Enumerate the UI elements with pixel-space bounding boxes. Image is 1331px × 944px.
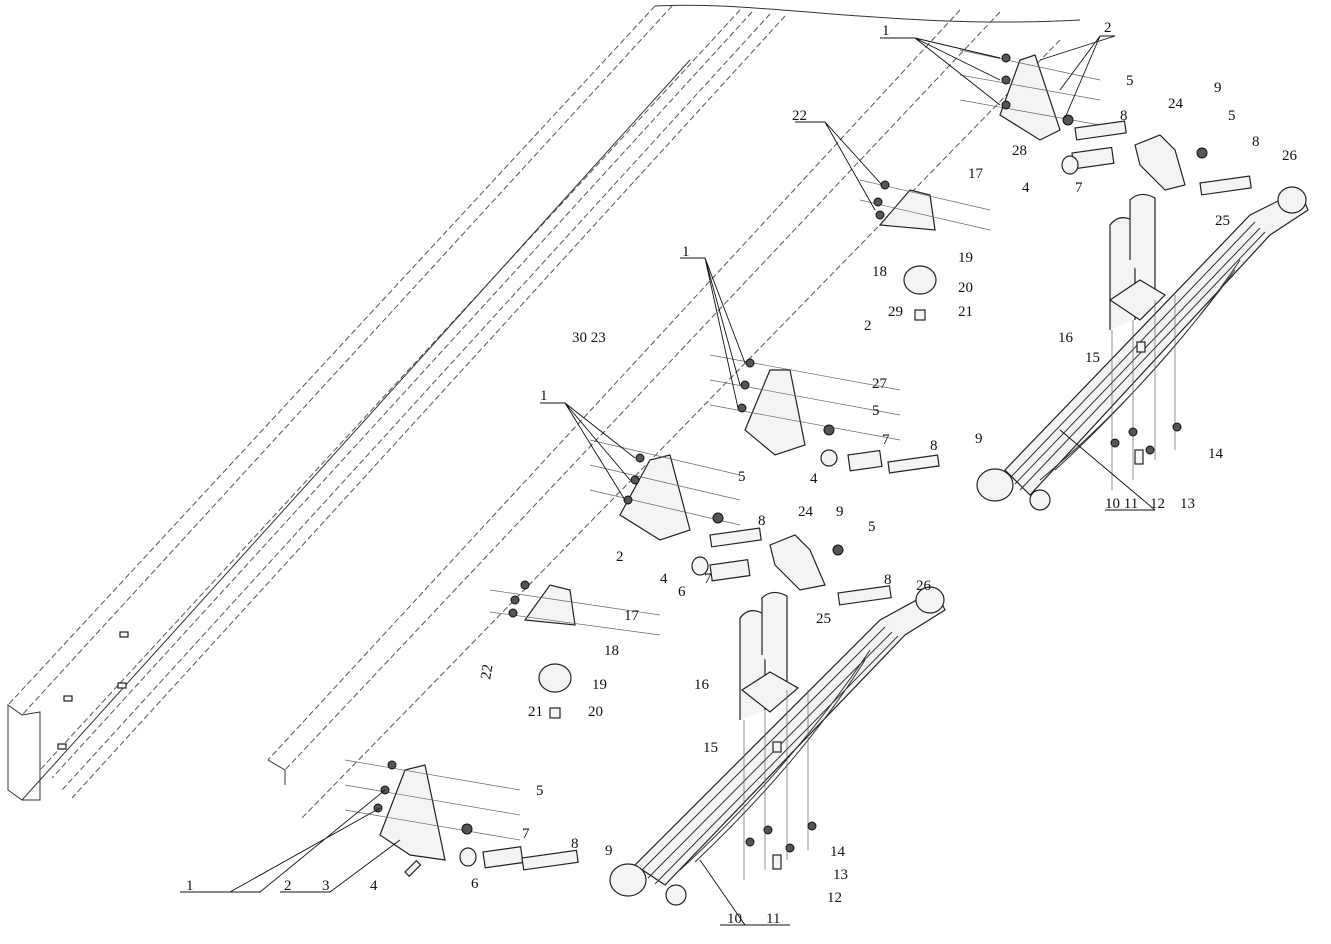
callout-4: 4 [660, 571, 668, 587]
callout-16: 16 [1058, 330, 1074, 346]
callout-10-11: 10 11 [1105, 496, 1138, 512]
callout-7: 7 [704, 571, 712, 587]
callout-2: 2 [1104, 20, 1112, 36]
callout-26: 26 [916, 578, 932, 594]
leader-lines [180, 35, 1156, 926]
callout-19: 19 [592, 677, 607, 693]
callout-21: 21 [528, 704, 543, 720]
callout-1: 1 [186, 878, 194, 894]
callout-22: 22 [792, 108, 807, 124]
callout-15: 15 [1085, 350, 1100, 366]
callout-8: 8 [930, 438, 938, 454]
frame-rail [7, 4, 1081, 821]
callout-2: 2 [864, 318, 872, 334]
callout-11: 11 [766, 911, 780, 927]
callout-8: 8 [571, 836, 579, 852]
u-bolts-rear [1108, 193, 1182, 490]
callout-17: 17 [624, 608, 640, 624]
callout-14: 14 [830, 844, 846, 860]
frame-holes [57, 631, 129, 750]
callout-20: 20 [958, 280, 973, 296]
callout-5: 5 [1126, 73, 1134, 89]
callout-20: 20 [588, 704, 603, 720]
callout-8: 8 [884, 572, 892, 588]
callout-10: 10 [727, 911, 742, 927]
callout-4: 4 [810, 471, 818, 487]
callout-3: 3 [322, 878, 330, 894]
callout-17: 17 [968, 166, 984, 182]
leaf-spring-rear [976, 186, 1309, 511]
callout-27: 27 [872, 376, 888, 392]
callout-9: 9 [975, 431, 983, 447]
callout-19: 19 [958, 250, 973, 266]
front-hanger-bottom [344, 759, 579, 878]
callout-6: 6 [678, 584, 686, 600]
callout-14: 14 [1208, 446, 1224, 462]
callout-15: 15 [703, 740, 718, 756]
callout-13: 13 [833, 867, 848, 883]
callout-9: 9 [1214, 80, 1222, 96]
callout-22: 22 [478, 663, 496, 681]
callout-2: 2 [284, 878, 292, 894]
callout-21: 21 [958, 304, 973, 320]
leaf-spring-front [609, 586, 946, 906]
bump-stop-top [859, 179, 991, 321]
callout-8: 8 [1252, 134, 1260, 150]
callout-29: 29 [888, 304, 903, 320]
callout-12: 12 [827, 890, 842, 906]
callout-labels: 1 2 5 9 5 8 24 28 4 7 8 26 25 22 17 18 1… [186, 20, 1298, 927]
callout-9: 9 [605, 843, 613, 859]
rear-hanger-middle [709, 354, 940, 474]
callout-13: 13 [1180, 496, 1195, 512]
bump-stop-middle [489, 580, 661, 719]
callout-9: 9 [836, 504, 844, 520]
callout-26: 26 [1282, 148, 1298, 164]
callout-7: 7 [882, 432, 890, 448]
front-hanger-top [959, 49, 1252, 196]
callout-7: 7 [522, 826, 530, 842]
callout-5: 5 [738, 469, 746, 485]
callout-25: 25 [816, 611, 831, 627]
callout-18: 18 [872, 264, 887, 280]
callout-7: 7 [1075, 180, 1083, 196]
callout-5: 5 [868, 519, 876, 535]
callout-1: 1 [540, 388, 548, 404]
callout-1: 1 [882, 23, 890, 39]
callout-2: 2 [616, 549, 624, 565]
u-bolts-front [739, 591, 817, 880]
callout-24: 24 [798, 504, 814, 520]
callout-30-23: 30 23 [572, 330, 606, 346]
callout-16: 16 [694, 677, 710, 693]
callout-18: 18 [604, 643, 619, 659]
callout-5: 5 [1228, 108, 1236, 124]
callout-25: 25 [1215, 213, 1230, 229]
callout-28: 28 [1012, 143, 1027, 159]
callout-8: 8 [758, 513, 766, 529]
callout-12: 12 [1150, 496, 1165, 512]
callout-1: 1 [682, 244, 690, 260]
callout-6: 6 [471, 876, 479, 892]
callout-4: 4 [370, 878, 378, 894]
front-hanger-middle [589, 439, 892, 606]
callout-8: 8 [1120, 108, 1128, 124]
callout-5: 5 [536, 783, 544, 799]
callout-24: 24 [1168, 96, 1184, 112]
callout-5: 5 [872, 403, 880, 419]
callout-4: 4 [1022, 180, 1030, 196]
